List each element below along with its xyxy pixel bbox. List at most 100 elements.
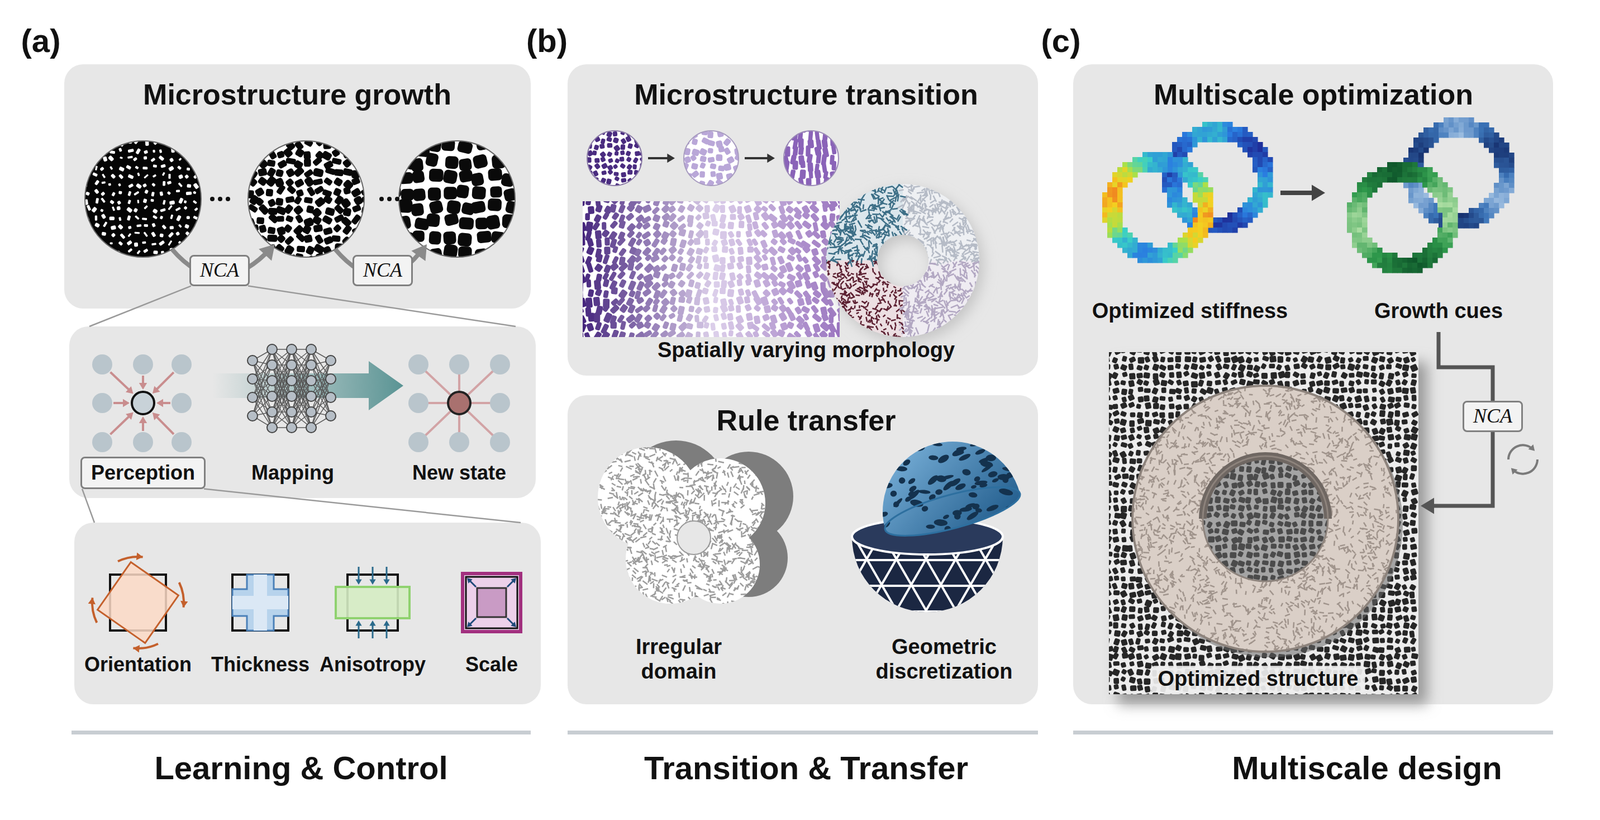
illustration-part [158,155,165,161]
illustration-part [836,211,842,216]
illustration-part [84,140,202,257]
illustration-part [776,328,787,338]
illustration-part [822,203,828,213]
illustration-part [800,305,811,314]
illustration-part [295,188,304,198]
illustration-part [257,167,268,177]
illustration-part [601,228,611,238]
illustration-part [119,232,126,240]
illustration-part [93,188,100,194]
illustration-part [677,305,685,316]
illustration-part [118,190,123,194]
illustration-part [158,240,166,246]
illustration-part [167,139,173,144]
illustration-part [320,150,333,162]
growth-arrow [335,246,425,276]
illustration-part [636,280,646,292]
illustration-part [828,304,831,310]
illustration-part [382,154,395,169]
illustration-part [701,194,711,204]
orientation-icon [97,562,179,644]
illustration-part [301,224,312,235]
illustration-part [460,121,476,138]
illustration-part [795,270,804,281]
illustration-part [331,157,342,166]
illustration-part [627,279,637,292]
illustration-part [727,230,736,239]
illustration-part [969,282,973,287]
illustration-part [883,255,889,259]
illustration-part [839,317,843,320]
illustration-part [712,227,721,236]
illustration-part [470,200,487,214]
section-heading: Multiscale design [1231,749,1502,787]
illustration-part [844,316,849,320]
illustration-part [594,230,603,240]
illustration-part [726,288,735,298]
cell-dot [489,392,511,413]
illustration-part [911,248,913,256]
illustration-part [802,195,813,205]
illustration-part [900,237,907,241]
illustration-part [183,200,188,204]
illustration-part [360,215,371,226]
illustration-part [721,331,727,339]
illustration-part [490,230,506,245]
illustration-part [626,163,633,171]
illustration-part [694,213,703,221]
illustration-part [720,279,728,289]
illustration-part [752,330,760,338]
microstructure [235,127,373,267]
arrow-head [411,244,427,261]
illustration-part [727,329,734,337]
illustration-part [707,131,714,139]
illustration-part [667,279,676,289]
illustration-part [76,243,80,247]
cell-dot [449,431,470,452]
illustration-part [777,255,786,265]
illustration-part [184,224,190,230]
illustration-part [908,244,915,248]
illustration-part [83,148,89,154]
arrow-head [383,579,390,585]
illustration-part [616,270,626,280]
illustration-part [602,303,611,313]
illustration-part [849,222,856,225]
illustration-part [632,130,638,137]
illustration-part [977,185,984,187]
illustration-part [627,331,635,341]
illustration-part [678,239,687,249]
nca-box: NCA [189,254,250,287]
illustration-part [489,244,504,257]
illustration-part [678,262,687,272]
illustration-part [602,194,611,204]
illustration-part [889,303,892,308]
illustration-part [577,314,588,325]
illustration-part [634,204,644,214]
illustration-part [474,248,489,263]
illustration-part [694,306,703,315]
cell-dot [132,354,154,375]
illustration-part [607,157,614,164]
illustration-part [901,336,908,342]
illustration-part [486,123,503,138]
illustration-part [667,212,678,223]
illustration-part [161,224,167,230]
illustration-part [603,264,612,274]
illustration-part [611,211,620,221]
illustration-part [668,229,678,239]
illustration-part [669,296,676,306]
illustration-part [836,272,842,274]
ellipsis-dot [210,196,215,202]
illustration-part [649,329,660,340]
illustration-part [118,173,125,180]
illustration-part [844,320,847,325]
illustration-part [602,289,609,299]
illustration-part [324,206,336,217]
illustration-part [848,332,851,336]
illustration-part [770,287,780,297]
illustration-part [969,315,973,322]
illustration-part [686,237,695,247]
illustration-part [718,213,727,223]
